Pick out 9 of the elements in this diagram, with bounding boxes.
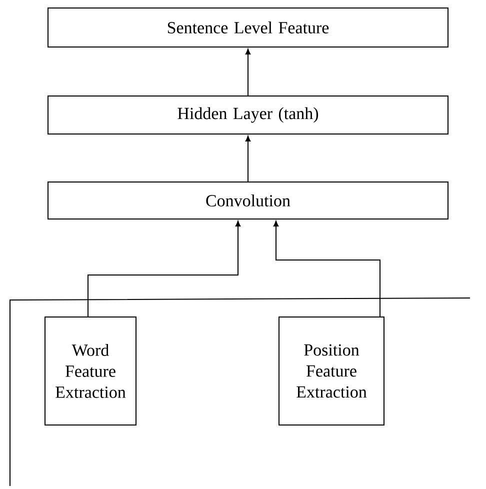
arrow [273,220,380,317]
arrow [88,220,241,317]
arrow [245,136,251,182]
module-box: Position Feature Extraction [278,316,384,426]
layer-box: Convolution [48,182,448,220]
layer-box: Hidden Layer (tanh) [48,96,448,134]
arrow [245,48,251,96]
layer-box: Sentence Level Feature [48,8,448,48]
module-box: Word Feature Extraction [44,316,136,426]
